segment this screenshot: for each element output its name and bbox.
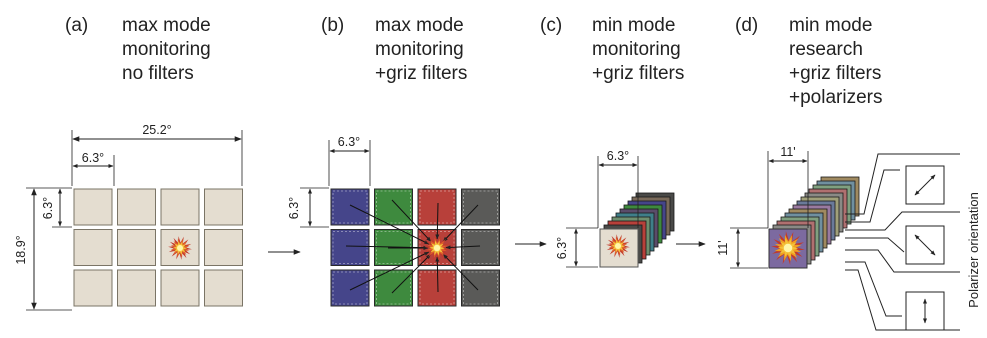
detector-tile — [117, 229, 156, 266]
detector-tile — [160, 188, 200, 226]
panel-b-line-3: +griz filters — [375, 63, 467, 84]
detector-tile — [160, 269, 200, 307]
convergence-arrow — [445, 245, 481, 250]
panel-c-line-3: +griz filters — [592, 63, 684, 84]
filter-tile — [417, 269, 457, 307]
convergence-arrow — [442, 254, 479, 291]
burst-icon — [424, 235, 450, 261]
panel-c-line-1: min mode — [592, 15, 675, 36]
panel-b-convergence-arrows — [345, 199, 481, 294]
polarizer-orientation-label: Polarizer orientation — [966, 192, 981, 308]
detector-tile — [117, 188, 156, 226]
convergence-arrow — [391, 254, 431, 294]
polarizer-arrow-icon — [914, 174, 936, 196]
panel-d-line-3: +griz filters — [789, 63, 881, 84]
panel-a-tile-grid — [73, 188, 243, 307]
panel-d-caption: (d) min mode research +griz filters +pol… — [735, 15, 882, 108]
panel-b-caption: (b) max mode monitoring +griz filters — [321, 15, 467, 84]
panel-d-dimensions: 11' 11' — [716, 145, 809, 269]
panel-d-line-1: min mode — [789, 15, 872, 36]
panel-a-line-1: max mode — [122, 15, 211, 36]
panel-c-filter-stack — [599, 192, 675, 268]
convergence-arrow — [349, 204, 430, 245]
filter-tile — [374, 188, 413, 226]
panel-b-tile-height-label: 6.3° — [287, 197, 301, 219]
detector-tile — [73, 188, 113, 226]
panel-a-caption: (a) max mode monitoring no filters — [65, 15, 211, 84]
panel-c-tile-width-label: 6.3° — [607, 149, 629, 163]
panel-b-line-2: monitoring — [375, 39, 464, 60]
filter-tile — [461, 188, 500, 226]
panel-b-tile-width-label: 6.3° — [338, 135, 360, 149]
panel-d-letter: (d) — [735, 15, 758, 36]
convergence-arrow — [435, 256, 440, 293]
panel-c-tile-height-label: 6.3° — [555, 237, 569, 259]
filter-tile — [330, 188, 370, 226]
panel-d-line-4: +polarizers — [789, 87, 882, 108]
panel-d-tile-height-label: 11' — [716, 240, 730, 255]
filter-tile — [330, 269, 370, 307]
burst-icon — [168, 236, 192, 260]
convergence-arrow — [391, 199, 432, 242]
panel-a-tile-height-label: 6.3° — [41, 197, 55, 219]
detector-tile — [204, 269, 243, 307]
panel-a-line-2: monitoring — [122, 39, 211, 60]
burst-icon — [771, 231, 805, 265]
filter-tile — [374, 269, 413, 307]
panel-c-letter: (c) — [540, 15, 562, 36]
convergence-arrow — [442, 204, 479, 242]
detector-tile — [117, 269, 156, 307]
filter-tile — [461, 229, 500, 266]
detector-tile — [73, 229, 113, 266]
polarizer-box-1 — [905, 165, 945, 205]
filter-tile — [330, 229, 370, 266]
polarizer-box-3 — [905, 291, 945, 331]
panel-c-dimensions: 6.3° 6.3° — [555, 149, 639, 268]
panel-a-line-3: no filters — [122, 63, 194, 84]
polarizer-arrow-icon — [914, 234, 936, 256]
detector-tile — [73, 269, 113, 307]
panel-d-line-2: research — [789, 39, 863, 60]
convergence-arrow — [435, 202, 440, 240]
polarizer-box-2 — [905, 225, 945, 265]
panel-a-letter: (a) — [65, 15, 88, 36]
detector-tile — [204, 188, 243, 226]
convergence-arrow — [349, 251, 430, 291]
detector-tile — [204, 229, 243, 266]
panel-c-caption: (c) min mode monitoring +griz filters — [540, 15, 684, 84]
panel-a-tile-width-label: 6.3° — [82, 151, 104, 165]
panel-b-tile-grid — [330, 188, 500, 307]
filter-tile — [417, 188, 457, 226]
panel-a-total-width-label: 25.2° — [142, 123, 171, 137]
filter-tile — [461, 269, 500, 307]
burst-icon — [606, 234, 630, 258]
panel-b-line-1: max mode — [375, 15, 464, 36]
panel-b-letter: (b) — [321, 15, 344, 36]
panel-b-dimensions: 6.3° 6.3° — [287, 135, 371, 228]
panel-d-tile-width-label: 11' — [780, 145, 795, 159]
panel-c-line-2: monitoring — [592, 39, 681, 60]
panel-a-total-height-label: 18.9° — [14, 235, 28, 264]
panel-a-dimensions: 25.2° 6.3° 6.3° 18.9° — [14, 123, 243, 311]
